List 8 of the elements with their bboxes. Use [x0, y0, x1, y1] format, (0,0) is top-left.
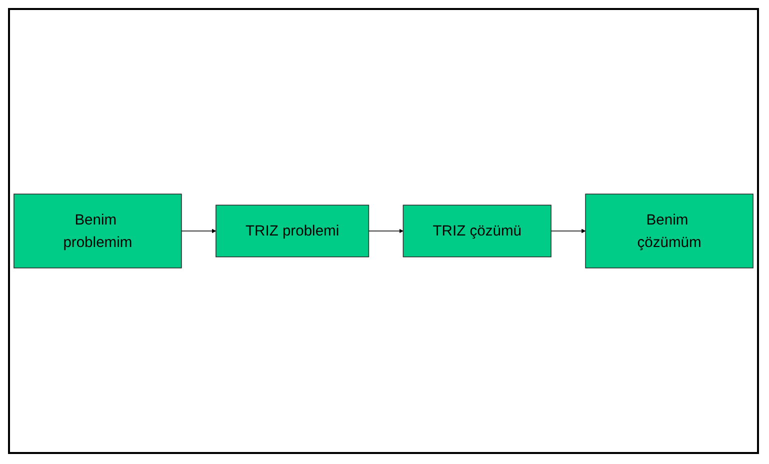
arrow: [368, 228, 404, 234]
frame: TRIZ problemi TRIZ çözümü Benim problemim Benim çözümüm: [8, 8, 759, 454]
arrow: [550, 228, 586, 234]
node-box: [14, 194, 182, 268]
node-box: [585, 194, 754, 268]
node-box: [402, 204, 552, 258]
node-box: [216, 204, 370, 258]
arrow: [181, 228, 216, 234]
